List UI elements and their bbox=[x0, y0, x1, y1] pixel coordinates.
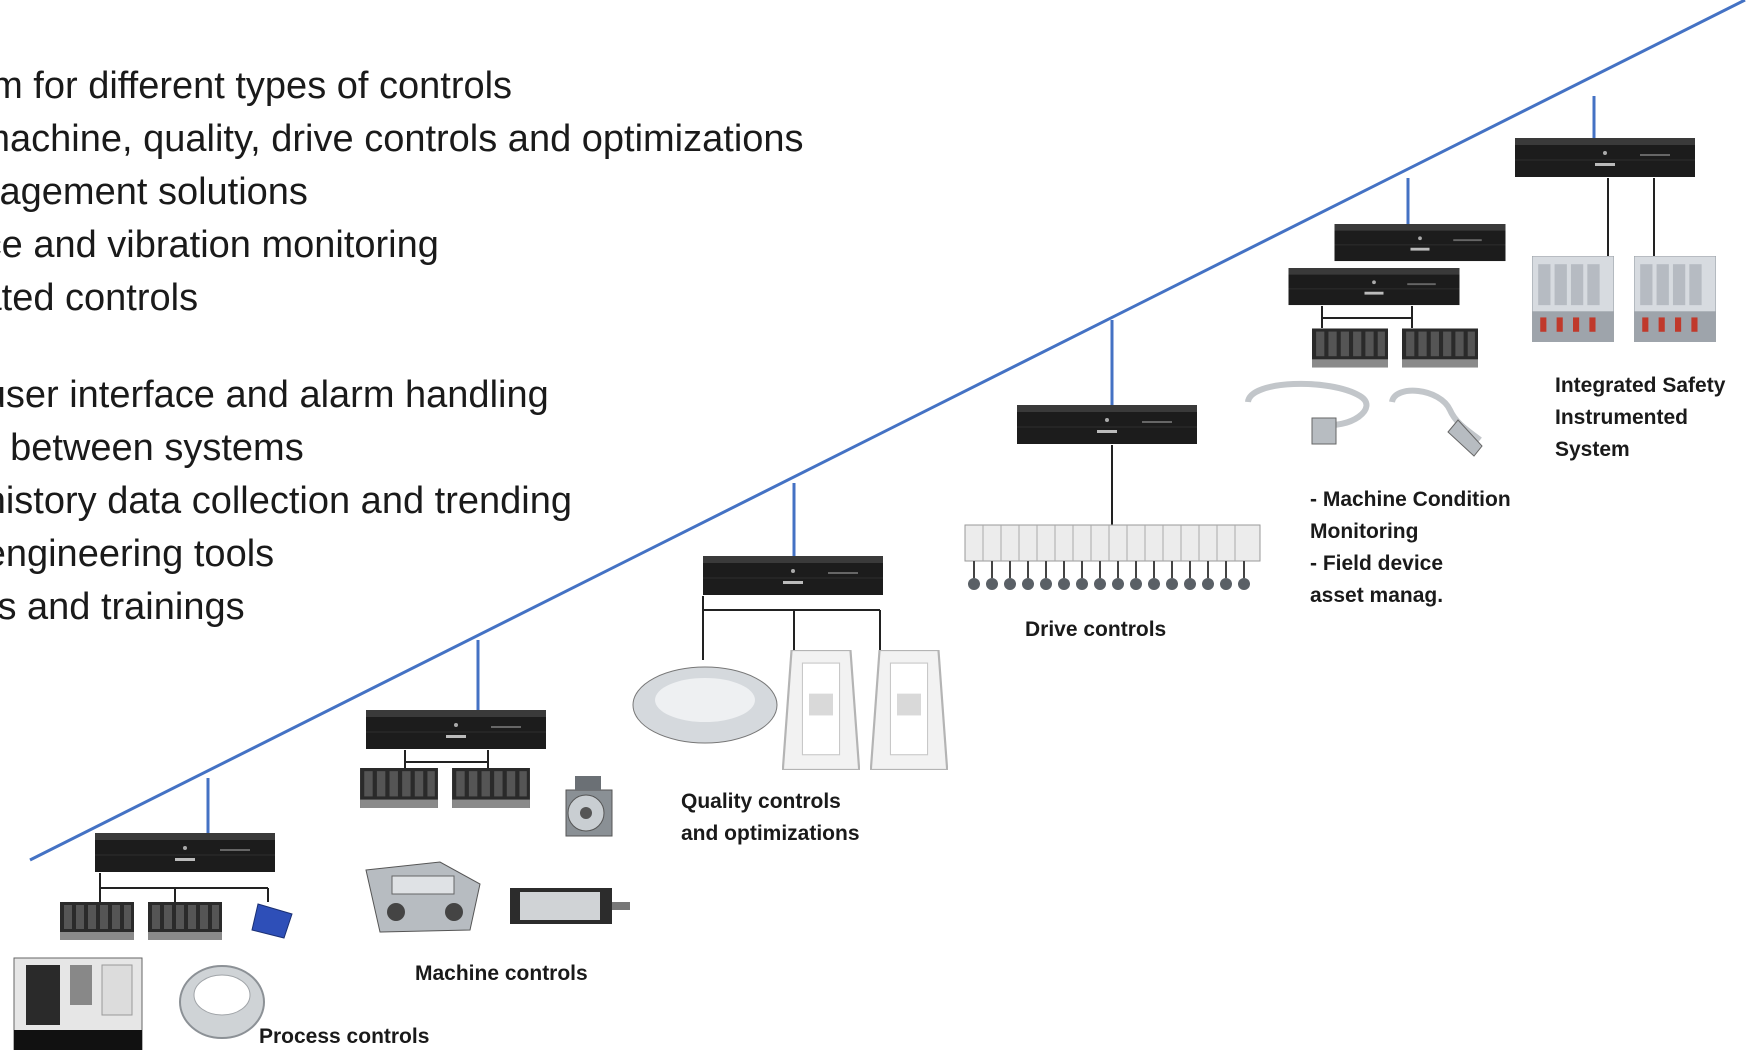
feature-item: Integration between systems bbox=[0, 427, 304, 469]
drive-cabinets-icon bbox=[964, 524, 1261, 590]
feature-item: Spare parts and trainings bbox=[0, 586, 245, 628]
quality-scanner-icon bbox=[782, 650, 860, 770]
io-rack-icon bbox=[1402, 328, 1478, 368]
vibration-sensor-icon bbox=[1245, 380, 1370, 445]
safety-rack-icon bbox=[1532, 256, 1614, 342]
network-backbone bbox=[29, 0, 1746, 862]
label-quality-controls: Quality controls and optimizations bbox=[681, 790, 860, 845]
io-rack-icon bbox=[452, 768, 530, 808]
condition-monitoring-group bbox=[1245, 178, 1506, 457]
controller-server-icon bbox=[95, 833, 275, 873]
connector-lines bbox=[1321, 306, 1413, 328]
controller-server-icon bbox=[703, 556, 883, 596]
controller-server-icon bbox=[1288, 268, 1460, 306]
label-machine-controls: Machine controls bbox=[415, 962, 588, 985]
quality-scanner-icon bbox=[870, 650, 948, 770]
pneumatic-valve-icon bbox=[365, 861, 481, 933]
feature-item: Asset management solutions bbox=[0, 171, 308, 213]
io-rack-icon bbox=[148, 902, 222, 940]
feature-item: Common history data collection and trend… bbox=[0, 480, 572, 522]
feature-item: Field device and vibration monitoring bbox=[0, 224, 439, 266]
handheld-device-icon bbox=[251, 903, 293, 939]
feature-list: One system for different types of contro… bbox=[0, 60, 804, 634]
controller-server-icon bbox=[1334, 224, 1506, 262]
controller-server-icon bbox=[366, 710, 546, 750]
safety-system-group bbox=[1515, 96, 1716, 342]
controller-server-icon bbox=[1515, 138, 1695, 178]
quality-controls-group bbox=[632, 483, 948, 770]
safety-rack-icon bbox=[1634, 256, 1716, 342]
probe-sensor-icon bbox=[1389, 387, 1483, 457]
electric-motor-icon bbox=[565, 776, 613, 837]
io-rack-icon bbox=[60, 902, 134, 940]
io-rack-icon bbox=[360, 768, 438, 808]
controller-server-icon bbox=[1017, 405, 1197, 445]
label-process-controls: Process controls bbox=[259, 1025, 430, 1048]
feature-item: One system for different types of contro… bbox=[0, 65, 513, 107]
connector-lines bbox=[404, 750, 489, 768]
drive-controls-group bbox=[964, 320, 1261, 590]
process-controls-group bbox=[13, 778, 293, 1050]
label-safety-system: Integrated Safety Instrumented System bbox=[1555, 374, 1726, 461]
label-condition-monitoring: - Machine Condition Monitoring - Field d… bbox=[1310, 488, 1511, 607]
connector-lines bbox=[99, 873, 269, 902]
io-rack-icon bbox=[1312, 328, 1388, 368]
feature-item: Common engineering tools bbox=[0, 533, 275, 575]
feature-item: Process, machine, quality, drive control… bbox=[0, 118, 804, 160]
pneumatic-cylinder-icon bbox=[510, 888, 630, 924]
feature-item: Safety related controls bbox=[0, 277, 199, 319]
feature-item: Common user interface and alarm handling bbox=[0, 374, 549, 416]
connector-lines bbox=[702, 596, 881, 660]
machine-controls-group bbox=[360, 640, 630, 933]
label-drive-controls: Drive controls bbox=[1025, 618, 1167, 641]
